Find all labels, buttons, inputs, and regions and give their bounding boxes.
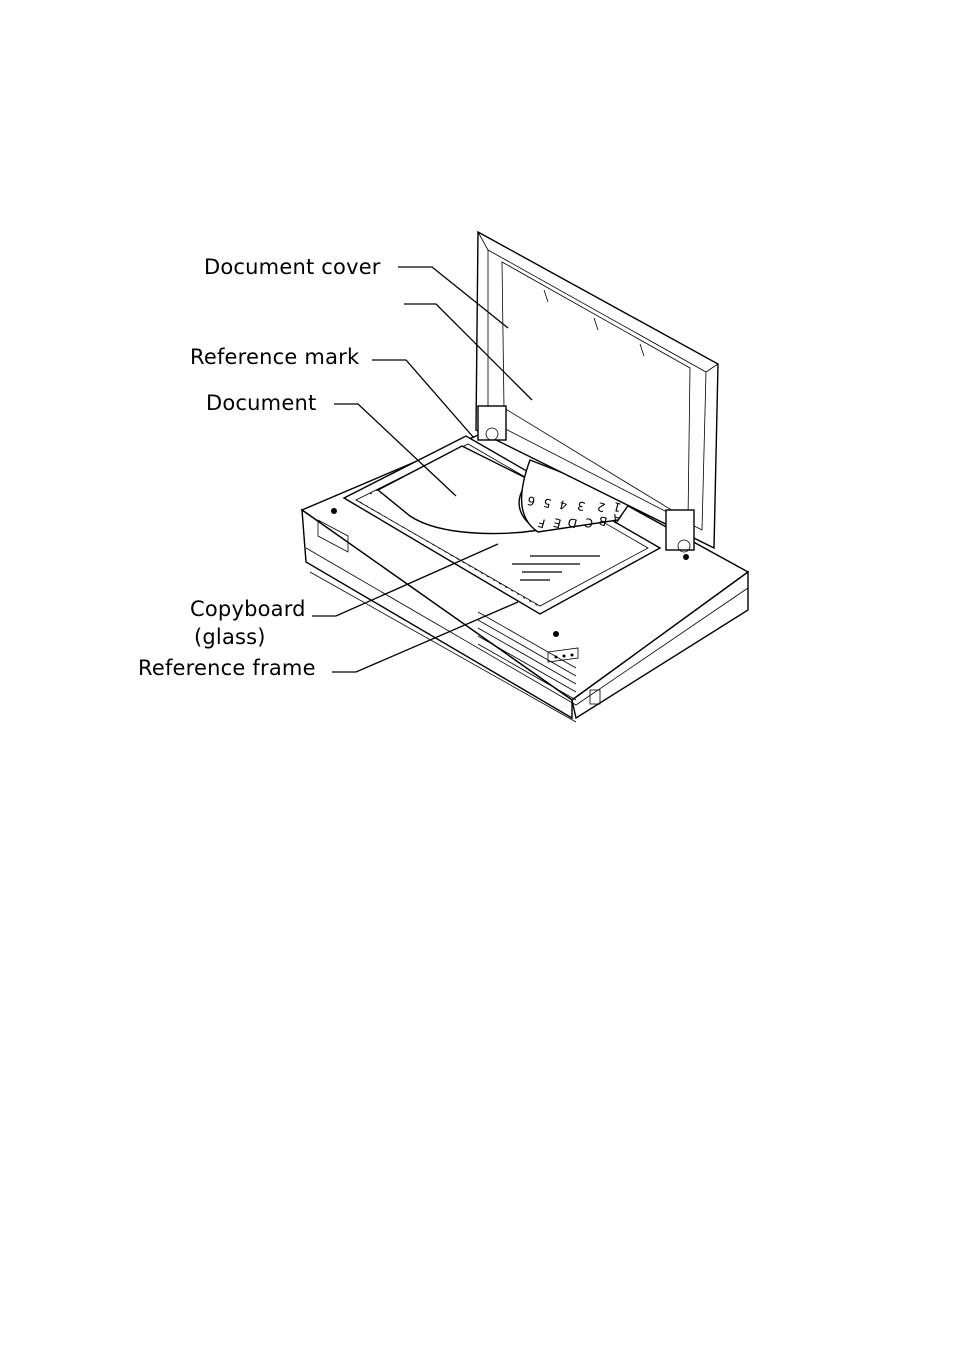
page-mark-letter: D <box>566 515 579 531</box>
label-document: Document <box>206 391 316 415</box>
svg-text:5: 5 <box>542 495 553 511</box>
page-mark-letter: C <box>583 515 595 531</box>
page-mark-number: 3 <box>576 498 587 514</box>
label-reference-frame: Reference frame <box>138 656 316 680</box>
label-copyboard: Copyboard <box>190 597 306 621</box>
svg-text:3: 3 <box>576 498 587 514</box>
document-cover <box>475 230 719 553</box>
page-mark-number: 4 <box>558 497 569 513</box>
svg-text:D: D <box>566 515 579 531</box>
hinge-right <box>665 509 695 553</box>
label-reference-mark: Reference mark <box>190 345 360 369</box>
label-copyboard-glass: (glass) <box>194 625 266 649</box>
svg-text:C: C <box>583 515 595 531</box>
svg-text:2: 2 <box>596 499 607 515</box>
callout-leaders <box>312 266 533 673</box>
page-mark-number: 1 <box>612 499 623 515</box>
document-sheet: 6 5 4 3 2 1 F E D C B A <box>376 445 634 581</box>
svg-text:F: F <box>536 515 546 530</box>
label-document-cover: Document cover <box>204 255 381 279</box>
svg-text:E: E <box>552 515 563 530</box>
page-mark-number: 2 <box>596 499 607 515</box>
svg-text:1: 1 <box>612 499 623 515</box>
svg-text:4: 4 <box>558 497 569 513</box>
page-mark-number: 5 <box>542 495 553 511</box>
page-mark-letter: B <box>597 513 609 529</box>
page-mark-letter: E <box>552 515 563 530</box>
svg-text:B: B <box>597 513 609 529</box>
page-mark-number: 6 <box>526 493 537 509</box>
svg-text:6: 6 <box>526 493 537 509</box>
screw-icon <box>683 554 689 560</box>
hinge-left <box>477 405 507 441</box>
vent-grille <box>477 611 577 701</box>
screw-icon <box>331 508 337 514</box>
page-mark-letter: F <box>536 515 546 530</box>
screw-icon <box>553 631 559 637</box>
